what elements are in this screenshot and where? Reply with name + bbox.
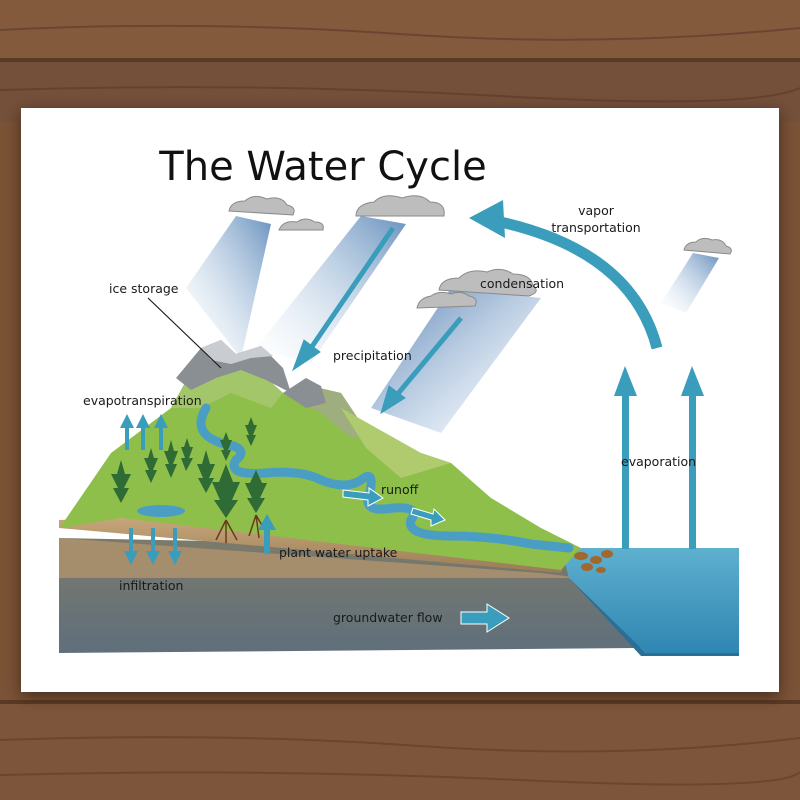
ice-mountain	[176, 340, 326, 408]
soil-layer	[59, 518, 569, 573]
rain-beams	[186, 216, 719, 433]
label-infiltration: infiltration	[119, 578, 183, 593]
tree-roots	[215, 514, 268, 543]
river	[196, 403, 574, 553]
label-ice-storage: ice storage	[109, 281, 179, 296]
infiltration-arrow	[124, 528, 182, 565]
plant-uptake-arrow	[258, 514, 276, 554]
evaporation-arrow	[614, 366, 704, 549]
groundwater-arrow	[460, 603, 510, 633]
precipitation-arrow	[292, 226, 463, 415]
label-precipitation: precipitation	[333, 348, 412, 363]
vapor-transport-arrow	[469, 200, 663, 350]
tree-icon	[111, 417, 267, 518]
diagram-title: The Water Cycle	[158, 144, 486, 190]
label-plant-water-uptake: plant water uptake	[279, 545, 398, 560]
ice-storage-pointer	[147, 297, 222, 369]
runoff-arrow	[342, 487, 446, 527]
water-cycle-diagram: The Water Cycle	[59, 144, 739, 656]
ocean	[561, 548, 739, 653]
label-vapor-transportation-1: vapor	[578, 203, 615, 218]
label-vapor-transportation-2: transportation	[551, 220, 640, 235]
cloud-icon	[228, 195, 732, 309]
evapotranspiration-arrow	[120, 414, 168, 450]
label-evaporation: evaporation	[621, 454, 696, 469]
label-evapotranspiration: evapotranspiration	[83, 393, 202, 408]
pond	[137, 505, 185, 517]
label-runoff: runoff	[381, 482, 419, 497]
label-groundwater-flow: groundwater flow	[333, 610, 443, 625]
shore-rocks	[574, 550, 613, 573]
label-condensation: condensation	[480, 276, 564, 291]
poster: The Water Cycle	[21, 108, 779, 692]
